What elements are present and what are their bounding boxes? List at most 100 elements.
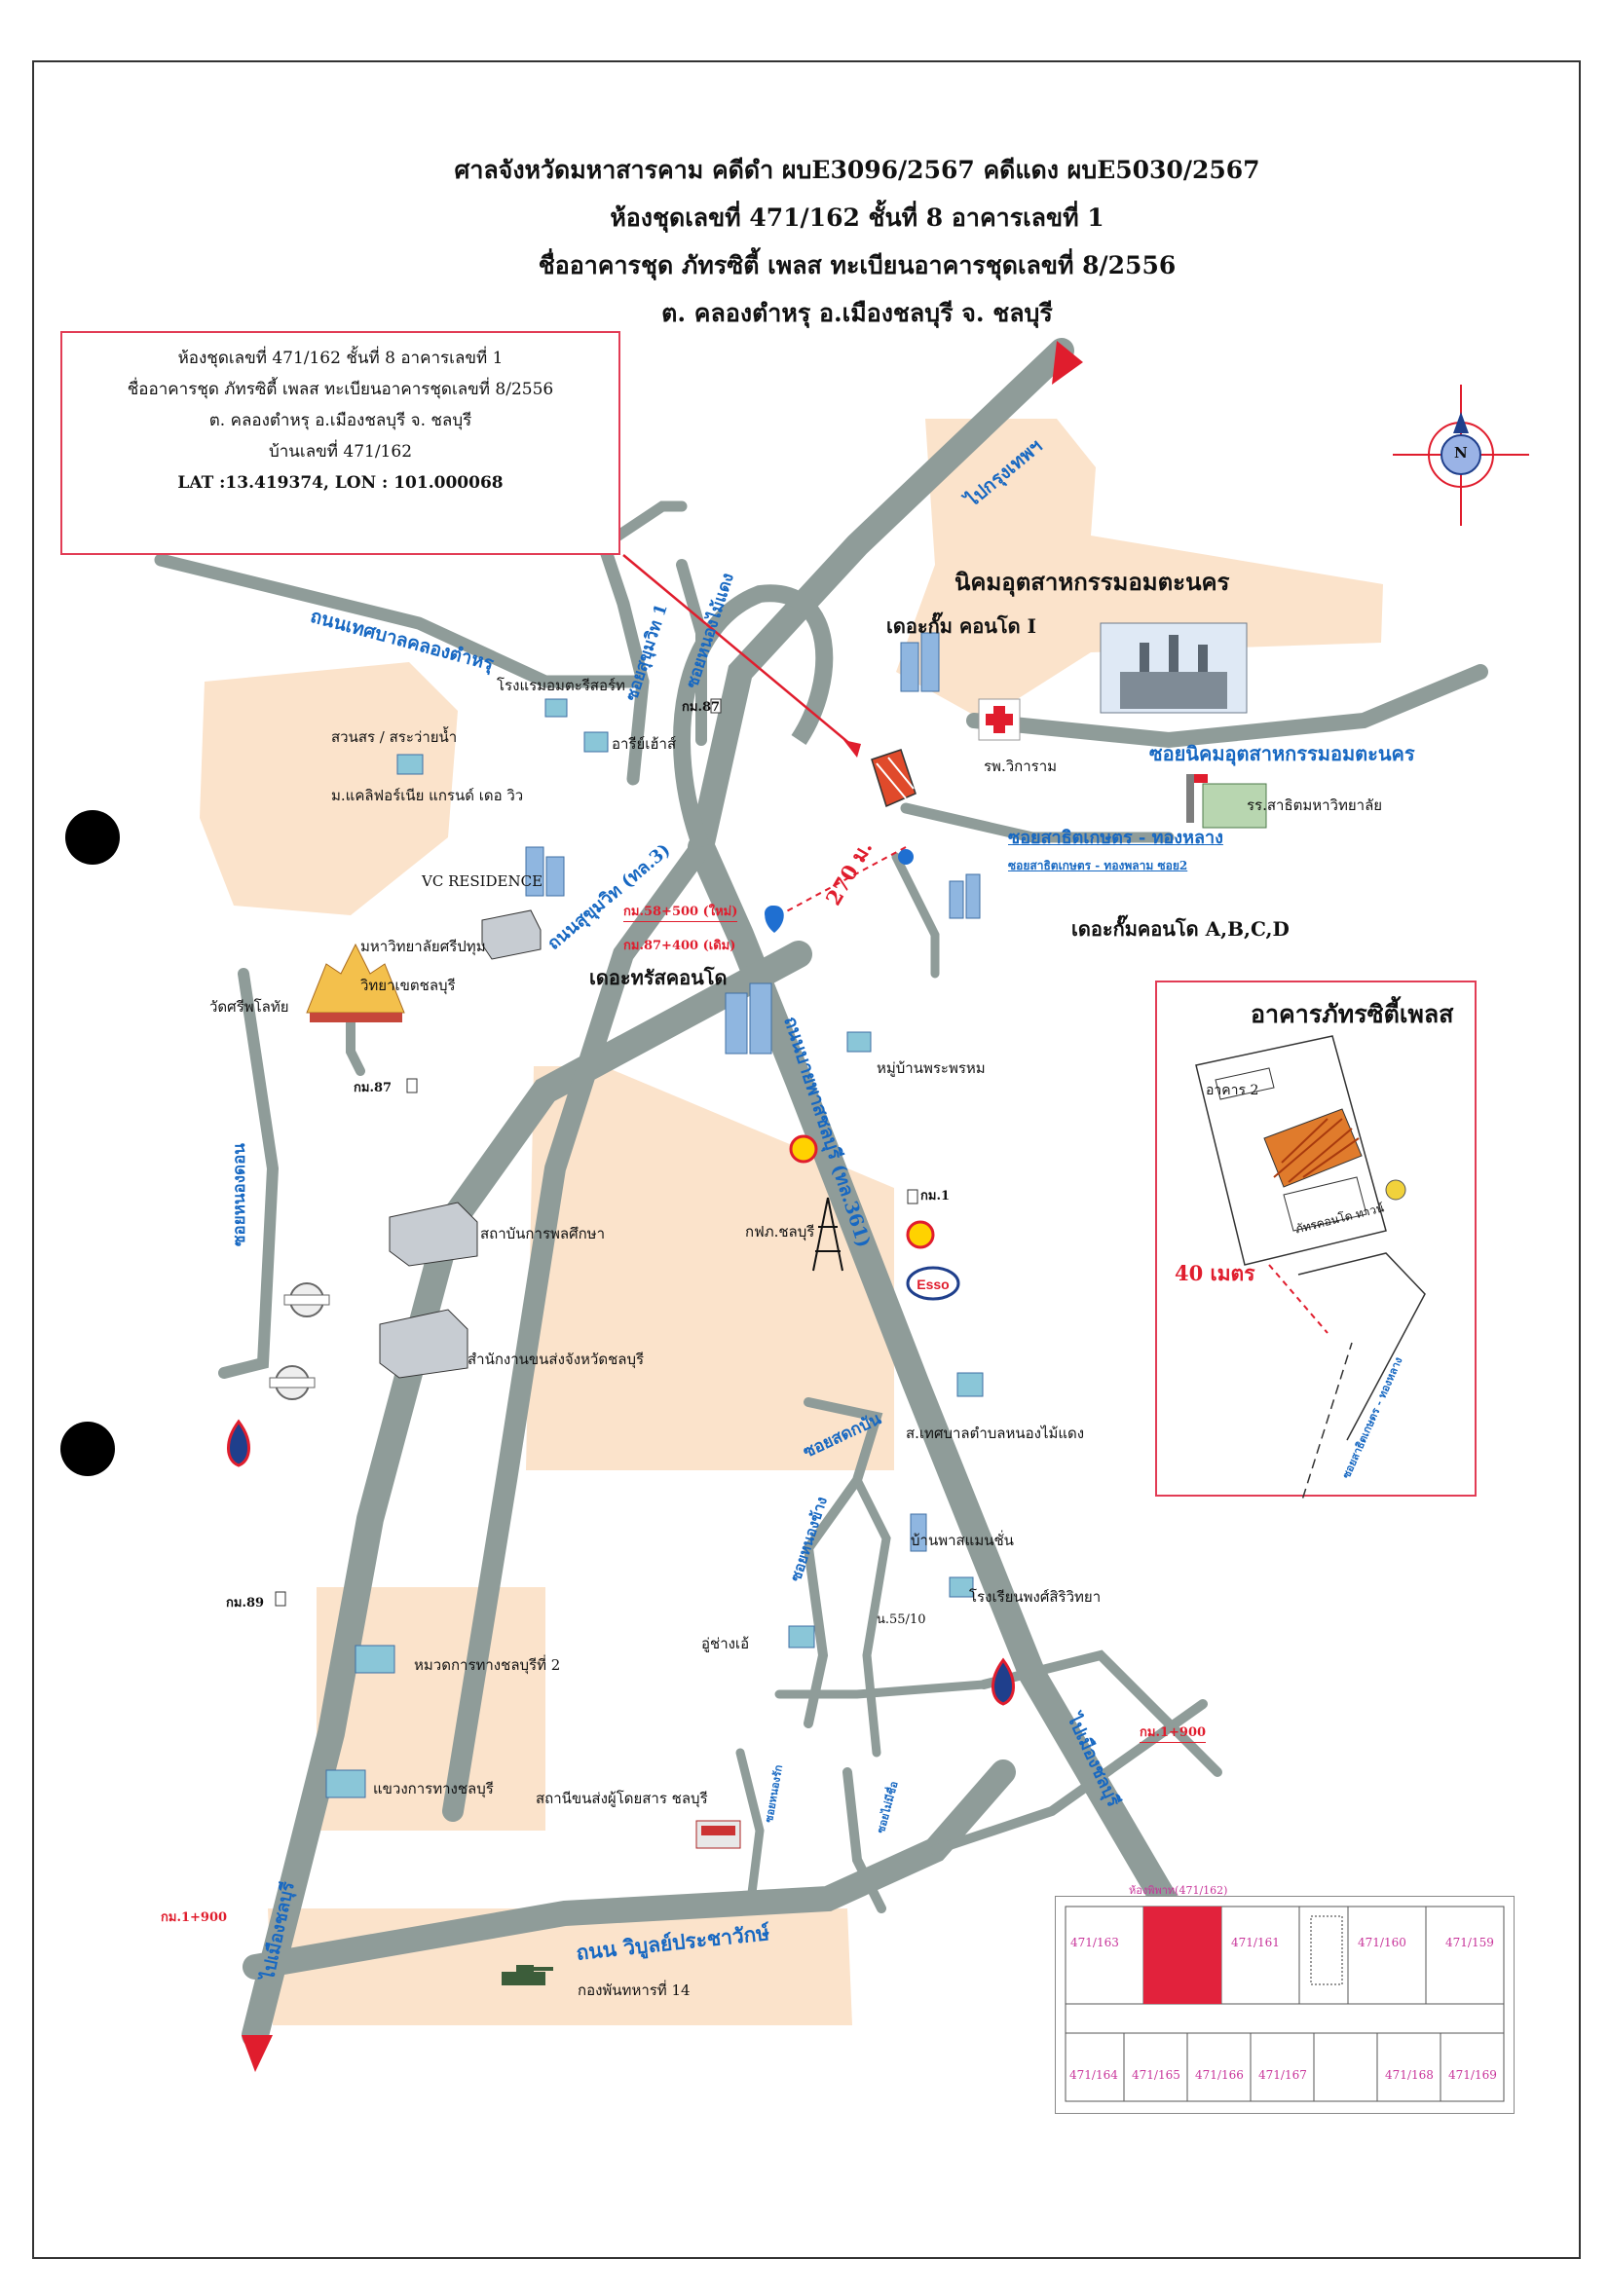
label-km1900-right: กม.1+900 — [1140, 1722, 1207, 1743]
distance-line-270 — [778, 846, 907, 916]
label-amata: นิคมอุตสาหกรรมอมตะนคร — [954, 568, 1230, 596]
arrow-to-bangkok — [1052, 341, 1083, 385]
header-line-1: ศาลจังหวัดมหาสารคาม คดีดำ ผบE3096/2567 ค… — [454, 156, 1260, 184]
thesaban-road — [154, 553, 650, 688]
label-km58: กม.58+500 (ใหม่) — [623, 901, 738, 922]
info-line-2: ชื่ออาคารชุด ภัทรซิตี้ เพลส ทะเบียนอาคาร… — [127, 380, 554, 399]
page-frame — [32, 60, 1581, 2259]
factory-icon — [1100, 622, 1248, 714]
label-km1: กม.1 — [920, 1189, 951, 1204]
header-line-3: ชื่ออาคารชุด ภัทรซิตี้ เพลส ทะเบียนอาคาร… — [538, 251, 1177, 279]
right-side-road — [979, 1649, 1222, 1777]
label-school: โรงเรียนพงศ์สิริวิทยา — [969, 1588, 1102, 1606]
wiboon-road — [243, 1759, 1016, 1980]
label-km87-400: กม.87+400 (เดิม) — [623, 939, 736, 953]
plan-unit: 471/167 — [1258, 2068, 1307, 2082]
inset-title: อาคารภัทรซิตี้เพลส — [1251, 1000, 1454, 1028]
sathit-school-icon — [1186, 774, 1267, 829]
label-aree: อารีย์เฮ้าส์ — [612, 735, 677, 753]
label-soi-sathitkaset: ซอยสาธิตเกษตร - ทองหลาง — [1008, 828, 1223, 848]
label-vc-residence: VC RESIDENCE — [422, 872, 543, 890]
label-soi-sathitkaset2: ซอยสาธิตเกษตร - ทองพลาม ซอย2 — [1008, 859, 1188, 872]
subject-unit-highlight — [1143, 1907, 1221, 2004]
label-pe-institute: สถาบันการพลศึกษา — [480, 1225, 605, 1242]
info-coordinates: LAT :13.419374, LON : 101.000068 — [177, 473, 504, 493]
label-km1900-left: กม.1+900 — [161, 1910, 228, 1925]
interchange-loop — [673, 584, 834, 851]
nissan-logo-2 — [269, 1365, 316, 1400]
label-trust-condo: เดอะทรัสคอนโด — [589, 966, 728, 989]
label-army: กองพันทหารที่ 14 — [578, 1981, 691, 1999]
tank-icon — [502, 1965, 553, 1985]
vc-residence-building — [525, 846, 544, 897]
soi-sakbun — [803, 1397, 883, 1728]
label-km87-top: กม.87 — [682, 700, 721, 715]
plan-unit: 471/161 — [1231, 1936, 1280, 1949]
soi-nongkhang — [852, 1475, 891, 1758]
compass-rose — [1393, 385, 1529, 526]
label-sathit-school: รร.สาธิตมหาวิทยาลัย — [1247, 796, 1383, 814]
label-suansorn: สวนสร / สระว่ายน้ำ — [331, 728, 458, 746]
inset-distance-label: 40 เมตร — [1175, 1261, 1255, 1285]
plan-unit: 471/160 — [1358, 1936, 1406, 1949]
label-highway-unit: หมวดการทางชลบุรีที่ 2 — [414, 1656, 561, 1674]
label-municipal: ส.เทศบาลตำบลหนองไม้แดง — [906, 1425, 1085, 1442]
soi-nongrak — [735, 1748, 765, 1913]
label-soi-amata: ซอยนิคมอุตสาหกรรมอมตะนคร — [1149, 742, 1415, 765]
svg-text:Esso: Esso — [917, 1277, 949, 1292]
label-km89: กม.89 — [226, 1596, 265, 1611]
shell-icon-2 — [906, 1220, 935, 1249]
plan-unit: 471/169 — [1448, 2068, 1497, 2082]
label-mansion: บ้านพาสแมนชั่น — [911, 1532, 1014, 1549]
site-dot — [898, 849, 914, 865]
bypass-road — [688, 833, 1197, 1946]
ptt-icon-2 — [992, 1657, 1015, 1706]
plan-unit: 471/165 — [1132, 2068, 1180, 2082]
label-vikarom: รพ.วิการาม — [984, 758, 1058, 775]
cross-road — [774, 1680, 989, 1699]
bus-icon — [695, 1820, 741, 1849]
label-sripatum-campus: วิทยาเขตชลบุรี — [360, 977, 456, 994]
info-line-4: บ้านเลขที่ 471/162 — [268, 442, 413, 462]
trust-condo-building — [725, 992, 748, 1055]
property-info-box: ห้องชุดเลขที่ 471/162 ชั้นที่ 8 อาคารเลข… — [60, 331, 620, 555]
floor-plan: ห้องพิพาท(471/162) 471/163 471/161 471/1… — [1055, 1884, 1515, 2114]
inset-building2-label: อาคาร 2 — [1206, 1083, 1259, 1098]
km-posts — [275, 698, 918, 1607]
sukhumvit-inner — [442, 836, 712, 1822]
document-header: ศาลจังหวัดมหาสารคาม คดีดำ ผบE3096/2567 ค… — [292, 146, 1422, 337]
plan-unit: 471/159 — [1445, 1936, 1494, 1949]
mansion-building — [910, 1513, 927, 1552]
label-sripatum: มหาวิทยาลัยศรีปทุม — [360, 938, 486, 955]
label-garage: อู่ช่างเอ้ — [701, 1635, 750, 1652]
soi-sathitkaset2 — [891, 852, 940, 979]
electricity-tower-icon — [812, 1197, 843, 1272]
soi-sathitkaset — [900, 802, 1175, 843]
label-bus-station: สถานีขนส่งผู้โดยสาร ชลบุรี — [536, 1790, 708, 1807]
hospital-icon — [978, 698, 1021, 741]
soi-sukhumvit-1 — [597, 538, 650, 786]
esso-icon: Esso — [906, 1266, 960, 1301]
industrial-estate-area — [896, 419, 1383, 721]
upper-link — [598, 500, 688, 551]
location-pin-icon — [765, 906, 784, 933]
transport-office-building — [379, 1309, 468, 1379]
plan-highlight-label: ห้องพิพาท(471/162) — [1129, 1884, 1228, 1897]
plan-unit: 471/168 — [1385, 2068, 1434, 2082]
compass-north-label: N — [1454, 444, 1468, 462]
label-km87-left: กม.87 — [354, 1081, 393, 1095]
nissan-logo-1 — [283, 1282, 330, 1317]
label-the-cube-i: เดอะกั๊ม คอนโด I — [886, 614, 1036, 638]
shell-icon-1 — [789, 1134, 818, 1164]
label-village: หมู่บ้านพระพรหม — [877, 1059, 986, 1077]
header-line-2: ห้องชุดเลขที่ 471/162 ชั้นที่ 8 อาคารเลข… — [610, 204, 1104, 232]
punch-hole — [65, 810, 120, 865]
soi-nongdon — [218, 968, 280, 1379]
label-california: ม.แคลิฟอร์เนีย แกรนด์ เดอ วิว — [331, 787, 524, 804]
soi-amata — [966, 664, 1488, 749]
temple-icon — [306, 943, 405, 1022]
inset-drawing — [1195, 1035, 1454, 1499]
plan-unit: 471/166 — [1195, 2068, 1244, 2082]
soi-maisue — [842, 1767, 886, 1913]
